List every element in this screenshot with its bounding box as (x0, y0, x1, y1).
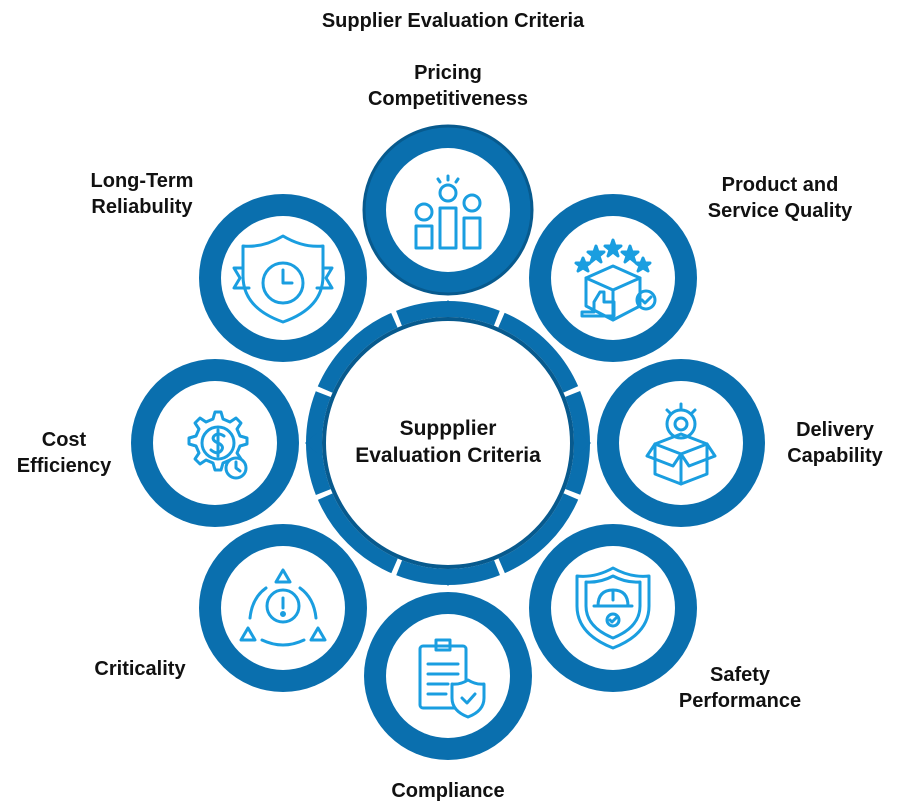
label-quality-line2: Service Quality (707, 200, 853, 222)
label-delivery-line2: Capability (787, 445, 883, 467)
label-cost-line2: Efficiency (16, 455, 112, 477)
coins-bar-chart-icon (414, 174, 482, 250)
node-quality (529, 194, 697, 362)
label-cost: Cost Efficiency (4, 427, 124, 479)
warning-triangle-exclamation-icon (239, 568, 327, 647)
box-stars-thumbs-up-icon (574, 238, 657, 322)
label-safety-line2: Performance (678, 690, 802, 712)
shield-hard-hat-icon (575, 566, 651, 650)
open-box-gear-icon (645, 402, 717, 486)
center-label-line2: Evaluation Criteria (355, 444, 541, 467)
label-delivery-line1: Delivery (796, 419, 874, 441)
label-compliance-line1: Compliance (391, 780, 505, 802)
label-criticality: Criticality (70, 656, 210, 682)
label-criticality-line1: Criticality (94, 658, 186, 680)
center-label: Suppplier Evaluation Criteria (320, 415, 576, 469)
shield-clock-ribbon-icon (232, 234, 334, 324)
clipboard-shield-check-icon (418, 638, 486, 719)
label-safety-line1: Safety (709, 664, 771, 686)
center-ring (305, 300, 591, 586)
label-quality: Product and Service Quality (680, 172, 880, 224)
label-reliability-line2: Reliabulity (91, 196, 193, 218)
label-cost-line1: Cost (41, 429, 87, 451)
center-label-line1: Suppplier (399, 417, 497, 440)
label-pricing-line2: Competitiveness (367, 88, 529, 110)
label-reliability-line1: Long-Term (90, 170, 194, 192)
label-pricing-line1: Pricing (414, 62, 482, 84)
node-compliance (364, 592, 532, 760)
node-delivery (597, 359, 765, 527)
node-pricing (362, 124, 534, 296)
label-reliability: Long-Term Reliabulity (62, 168, 222, 220)
label-compliance: Compliance (348, 778, 548, 804)
label-safety: Safety Performance (660, 662, 820, 714)
label-delivery: Delivery Capability (770, 417, 900, 469)
label-pricing: Pricing Competitiveness (348, 60, 548, 112)
diagram-title: Supplier Evaluation Criteria (321, 10, 585, 32)
gear-dollar-clock-icon (187, 410, 249, 480)
label-quality-line1: Product and (721, 174, 839, 196)
